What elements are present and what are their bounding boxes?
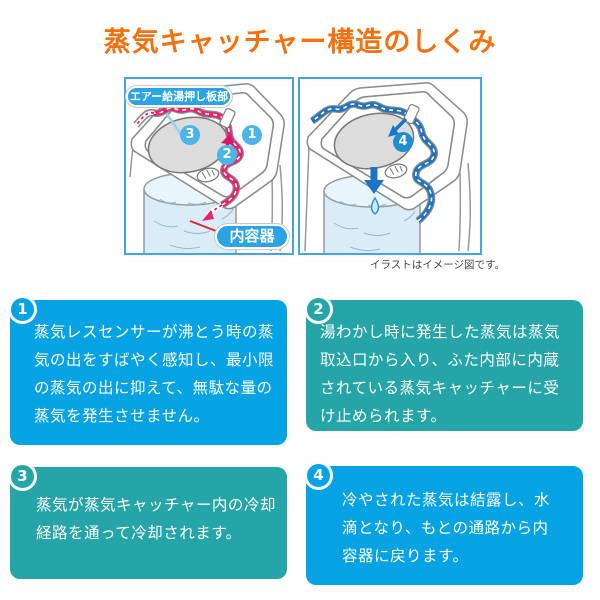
step-text: 蒸気が蒸気キャッチャー内の冷却 経路を通って冷却されます。 bbox=[36, 496, 276, 542]
vent-detail bbox=[384, 163, 408, 179]
water-droplet bbox=[370, 196, 380, 215]
steam-return-arrowhead bbox=[202, 210, 214, 221]
diagram-panel-cooled-steam bbox=[298, 77, 482, 255]
step-text: 冷やされた蒸気は結露し、水 滴となり、もとの通路から内 容器に戻ります。 bbox=[342, 491, 551, 565]
step-number-badge: 1 bbox=[8, 295, 37, 324]
kettle-lid-illustration-hot bbox=[129, 83, 285, 253]
step-text: 蒸気レスセンサーが沸とう時の蒸 気の出をすばやく感知し、最小限 の蒸気の出に抑え… bbox=[34, 323, 275, 425]
step-card-1: 1 蒸気レスセンサーが沸とう時の蒸 気の出をすばやく感知し、最小限 の蒸気の出に… bbox=[8, 295, 287, 445]
step-card-4: 4 冷やされた蒸気は結露し、水 滴となり、もとの通路から内 容器に戻ります。 bbox=[304, 461, 583, 585]
steam-inlet-connector bbox=[219, 107, 236, 129]
diagram-badge-4: 4 bbox=[393, 132, 413, 152]
vent-detail bbox=[196, 167, 220, 183]
label-air-plate: エアー給湯押し板部 bbox=[126, 86, 232, 107]
step-number-badge: 3 bbox=[8, 462, 37, 491]
page-title: 蒸気キャッチャー構造のしくみ bbox=[103, 27, 497, 58]
steam-tube-cool bbox=[309, 100, 438, 224]
step-text: 湯わかし時に発生した蒸気は蒸気 取込口から入り、ふた内部に内蔵 されている蒸気キ… bbox=[320, 323, 561, 425]
step-card-2: 2 湯わかし時に発生した蒸気は蒸気 取込口から入り、ふた内部に内蔵 されている蒸… bbox=[304, 295, 583, 431]
diagram-badge-2: 2 bbox=[217, 145, 237, 165]
step-card-3: 3 蒸気が蒸気キャッチャー内の冷却 経路を通って冷却されます。 bbox=[8, 462, 287, 579]
steam-inlet-connector bbox=[403, 103, 420, 125]
label-inner-vessel: 内容器 bbox=[215, 224, 289, 249]
diagram-badge-1: 1 bbox=[242, 125, 262, 145]
illustration-note: イラストはイメージ図です。 bbox=[369, 259, 505, 271]
water-return-arrow bbox=[364, 167, 384, 194]
step-number-badge: 4 bbox=[304, 461, 333, 490]
step-number-badge: 2 bbox=[304, 295, 333, 324]
diagram-badge-3: 3 bbox=[180, 125, 200, 145]
inner-vessel-leader-line bbox=[189, 220, 217, 232]
kettle-lid-illustration-cool bbox=[304, 82, 472, 253]
